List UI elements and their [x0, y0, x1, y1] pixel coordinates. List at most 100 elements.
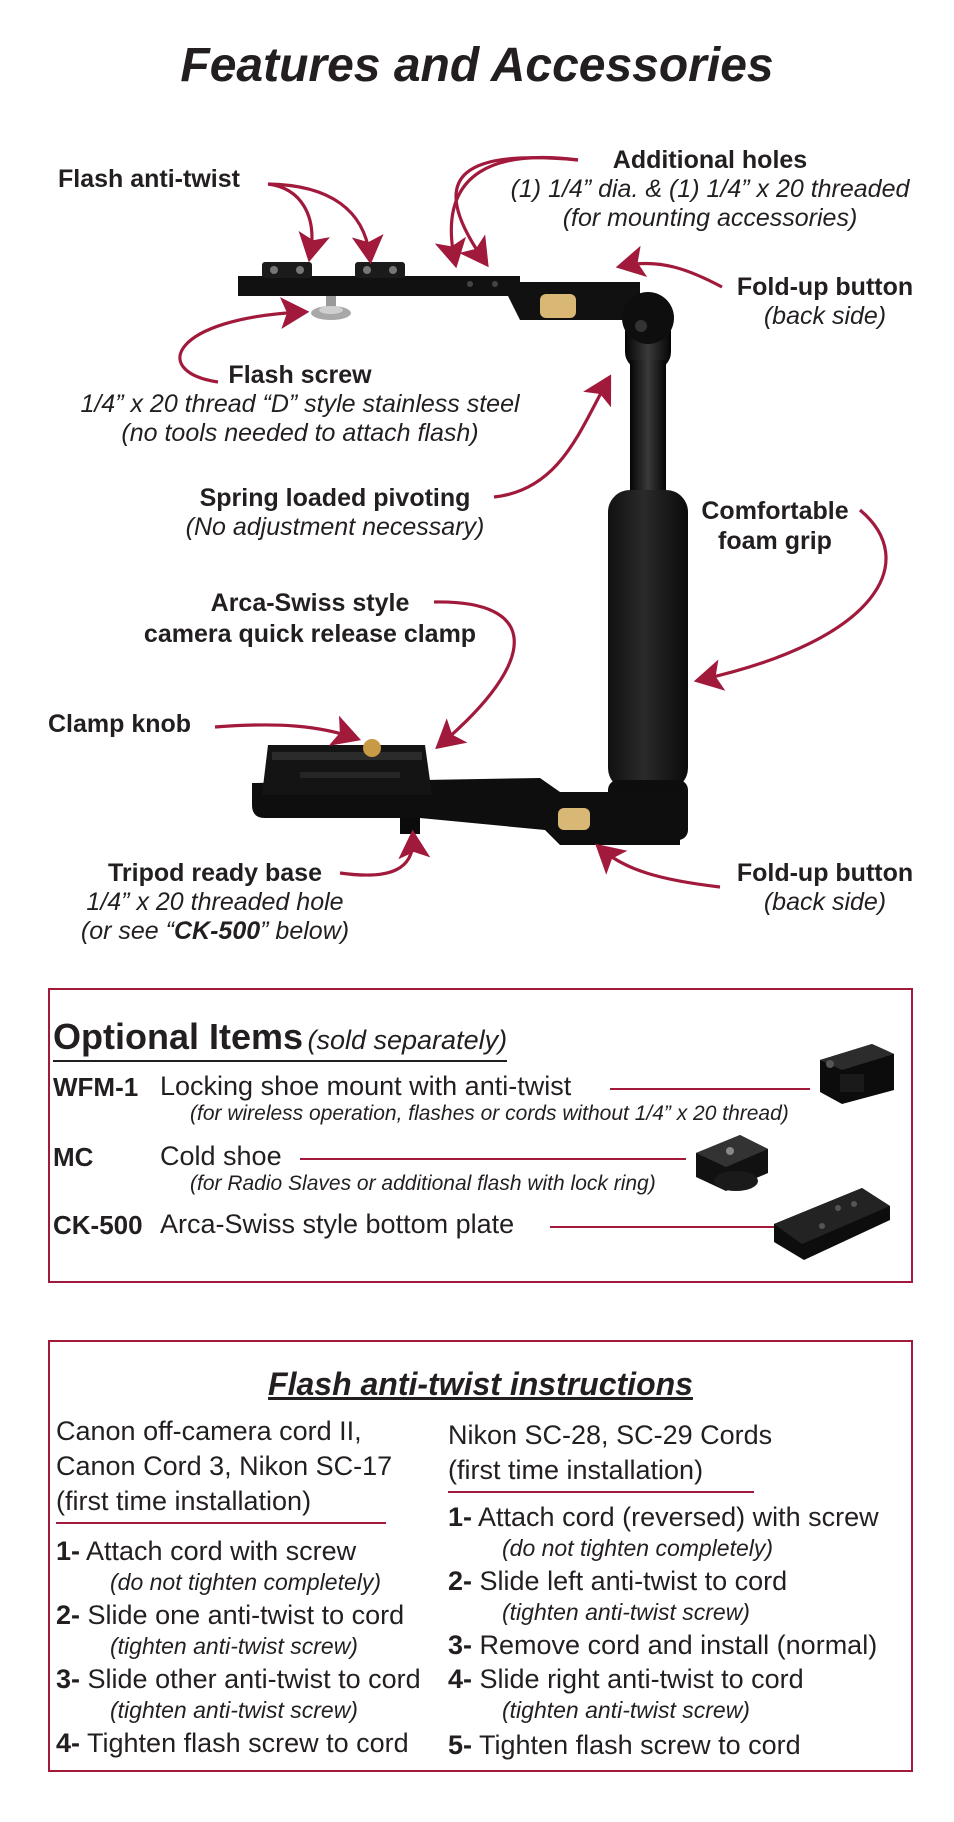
- step-number: 2-: [56, 1600, 81, 1630]
- right-header-line: Nikon SC-28, SC-29 Cords: [448, 1420, 773, 1450]
- additional-holes-detail-2: (for mounting accessories): [562, 204, 858, 232]
- flash-screw-detail-1: 1/4” x 20 thread “D” style stainless ste…: [80, 390, 520, 418]
- label-fold-up-button: Fold-up button: [736, 273, 914, 301]
- leader-line: [550, 1226, 780, 1228]
- right-header-rule: [448, 1491, 754, 1493]
- spring-loaded-note: (No adjustment necessary): [185, 513, 485, 541]
- item-desc-wfm1: Locking shoe mount with anti-twist: [160, 1071, 572, 1101]
- left-header-rule: [56, 1522, 386, 1524]
- callout-fold-up-bottom: Fold-up button (back side): [720, 858, 930, 916]
- callout-tripod-base: Tripod ready base 1/4” x 20 threaded hol…: [50, 858, 380, 946]
- step-number: 1-: [56, 1536, 81, 1566]
- step-text: Remove cord and install (normal): [479, 1630, 878, 1660]
- label-tripod-base: Tripod ready base: [108, 859, 322, 887]
- optional-items-title: Optional Items: [53, 1016, 304, 1057]
- right-step-5: 5- Tighten flash screw to cord: [448, 1730, 801, 1761]
- item-desc-mc: Cold shoe: [160, 1141, 282, 1171]
- callout-foam-grip: Comfortable foam grip: [675, 496, 875, 556]
- right-column-header: Nikon SC-28, SC-29 Cords (first time ins…: [448, 1418, 772, 1488]
- right-step-2: 2- Slide left anti-twist to cord: [448, 1566, 787, 1597]
- bottom-base: [252, 739, 680, 845]
- left-step-3-note: (tighten anti-twist screw): [110, 1697, 358, 1723]
- left-step-1-note: (do not tighten completely): [110, 1569, 382, 1595]
- label-fold-up-button-bottom: Fold-up button: [736, 859, 914, 887]
- callout-arrows: [178, 156, 888, 889]
- step-text: Slide other anti-twist to cord: [87, 1664, 421, 1694]
- right-step-3: 3- Remove cord and install (normal): [448, 1630, 877, 1661]
- callout-fold-up-top: Fold-up button (back side): [720, 272, 930, 330]
- right-step-4: 4- Slide right anti-twist to cord: [448, 1664, 804, 1695]
- optional-items-box: [48, 988, 913, 1283]
- step-text: Tighten flash screw to cord: [479, 1730, 801, 1760]
- right-header-line: (first time installation): [448, 1455, 704, 1485]
- left-header-line: Canon off-camera cord II,: [56, 1416, 362, 1446]
- left-step-2-note: (tighten anti-twist screw): [110, 1633, 358, 1659]
- label-flash-screw: Flash screw: [228, 361, 372, 389]
- instructions-title-wrap: Flash anti-twist instructions: [48, 1366, 913, 1403]
- left-header-line: (first time installation): [56, 1486, 312, 1516]
- left-step-4: 4- Tighten flash screw to cord: [56, 1728, 409, 1759]
- callout-flash-screw: Flash screw 1/4” x 20 thread “D” style s…: [40, 360, 560, 448]
- label-arca-2: camera quick release clamp: [143, 620, 477, 648]
- tripod-detail-2-pre: (or see “: [80, 917, 174, 945]
- item-code-mc: MC: [53, 1142, 94, 1172]
- item-code-wfm1: WFM-1: [53, 1072, 139, 1102]
- item-note-wfm1: (for wireless operation, flashes or cord…: [190, 1102, 789, 1125]
- label-additional-holes: Additional holes: [612, 146, 808, 174]
- step-text: Attach cord (reversed) with screw: [478, 1502, 879, 1532]
- mc-image: [696, 1135, 768, 1191]
- top-flash-bar: [238, 262, 640, 320]
- tripod-detail-2: (or see “CK-500” below): [50, 917, 380, 946]
- right-step-1: 1- Attach cord (reversed) with screw: [448, 1502, 879, 1533]
- leader-line: [610, 1088, 810, 1090]
- item-note-mc: (for Radio Slaves or additional flash wi…: [190, 1172, 656, 1195]
- left-step-2: 2- Slide one anti-twist to cord: [56, 1600, 404, 1631]
- label-clamp-knob: Clamp knob: [48, 710, 192, 738]
- fold-up-bottom-note: (back side): [763, 888, 887, 916]
- leader-line: [300, 1158, 686, 1160]
- left-step-1: 1- Attach cord with screw: [56, 1536, 356, 1567]
- left-header-line: Canon Cord 3, Nikon SC-17: [56, 1451, 393, 1481]
- right-step-4-note: (tighten anti-twist screw): [502, 1697, 750, 1723]
- step-number: 4-: [56, 1728, 81, 1758]
- step-text: Attach cord with screw: [86, 1536, 357, 1566]
- step-number: 5-: [448, 1730, 473, 1760]
- tripod-detail-2-bold: CK-500: [174, 917, 261, 945]
- callout-additional-holes: Additional holes (1) 1/4” dia. & (1) 1/4…: [440, 145, 954, 233]
- step-text: Slide right anti-twist to cord: [479, 1664, 804, 1694]
- page-title: Features and Accessories: [180, 39, 774, 92]
- label-foam-grip-1: Comfortable: [701, 497, 849, 525]
- right-step-2-note: (tighten anti-twist screw): [502, 1599, 750, 1625]
- item-desc-ck500: Arca-Swiss style bottom plate: [160, 1209, 515, 1239]
- callout-arca-clamp: Arca-Swiss style camera quick release cl…: [120, 588, 500, 650]
- label-foam-grip-2: foam grip: [718, 527, 832, 555]
- label-spring-loaded: Spring loaded pivoting: [199, 484, 471, 512]
- instructions-title: Flash anti-twist instructions: [268, 1366, 693, 1402]
- step-number: 3-: [56, 1664, 81, 1694]
- label-flash-anti-twist: Flash anti-twist: [58, 165, 240, 193]
- step-number: 1-: [448, 1502, 473, 1532]
- step-number: 2-: [448, 1566, 473, 1596]
- label-arca-1: Arca-Swiss style: [210, 589, 410, 617]
- callout-spring-pivot: Spring loaded pivoting (No adjustment ne…: [160, 483, 510, 541]
- optional-items-subtitle: (sold separately): [307, 1025, 508, 1055]
- tripod-detail-2-post: ” below): [260, 917, 350, 945]
- ck500-image: [774, 1188, 890, 1260]
- optional-items-heading: Optional Items (sold separately): [53, 1016, 508, 1062]
- right-step-1-note: (do not tighten completely): [502, 1535, 774, 1561]
- wfm1-image: [820, 1044, 894, 1104]
- step-number: 4-: [448, 1664, 473, 1694]
- flash-screw-detail-2: (no tools needed to attach flash): [121, 419, 479, 447]
- left-column-header: Canon off-camera cord II, Canon Cord 3, …: [56, 1414, 392, 1519]
- vertical-handle: [608, 292, 688, 840]
- fold-up-button-note: (back side): [763, 302, 887, 330]
- item-code-ck500: CK-500: [53, 1210, 143, 1240]
- step-number: 3-: [448, 1630, 473, 1660]
- additional-holes-detail-1: (1) 1/4” dia. & (1) 1/4” x 20 threaded: [510, 175, 910, 203]
- bracket-diagram: [178, 156, 888, 889]
- step-text: Tighten flash screw to cord: [87, 1728, 409, 1758]
- instructions-box: [48, 1340, 913, 1772]
- step-text: Slide one anti-twist to cord: [87, 1600, 405, 1630]
- step-text: Slide left anti-twist to cord: [479, 1566, 788, 1596]
- tripod-detail-1: 1/4” x 20 threaded hole: [86, 888, 344, 916]
